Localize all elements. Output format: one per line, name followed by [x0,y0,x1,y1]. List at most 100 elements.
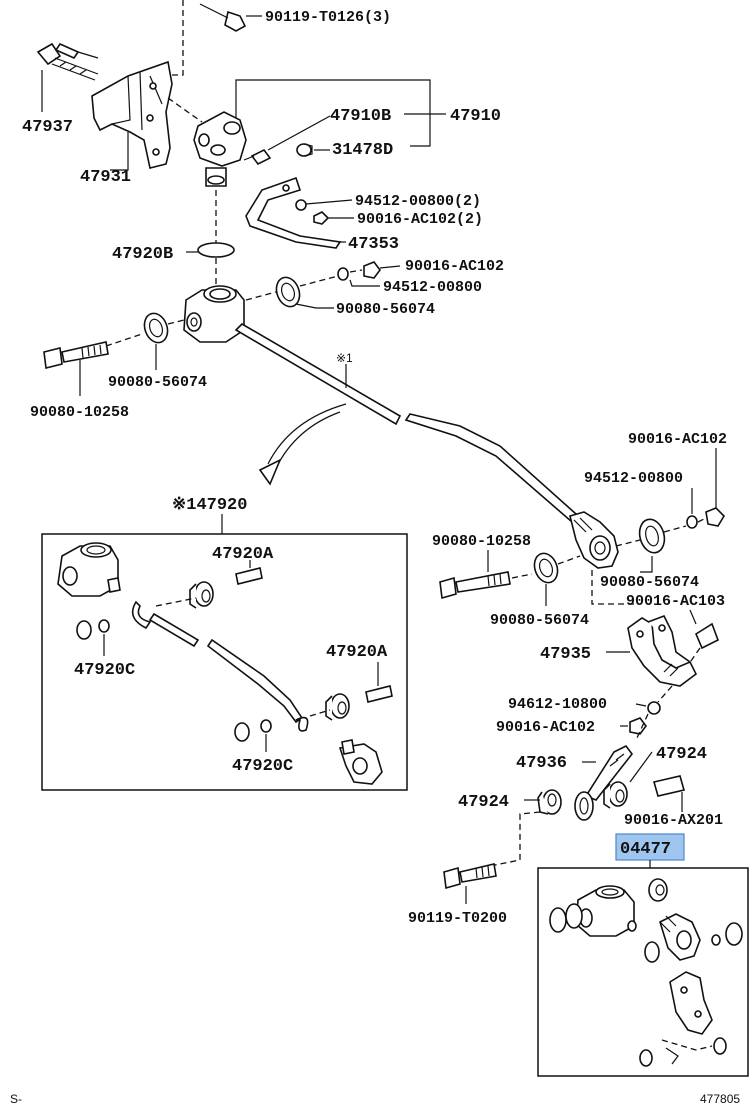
label-90016-AC102-c: 90016-AC102 [496,719,595,736]
link-47936-icon [574,744,634,821]
bolt-90080-10258-a-icon [43,341,109,369]
washer-94512-a-icon [337,267,349,281]
bolt-90119-T0126-icon [199,3,247,32]
pin-47920A-a-icon [235,567,263,585]
bracket-47931-icon [91,60,173,169]
label-47935: 47935 [540,645,591,664]
lead-94512-a [349,279,380,287]
lead-90080-c [640,556,653,573]
dash-47935-washer [657,685,673,703]
lead-47910 [235,79,431,147]
box-dash-b [309,709,331,717]
label-47937: 47937 [22,118,73,137]
lead-47924-a [629,751,653,783]
label-90080-56074-c: 90080-56074 [600,574,699,591]
bolt-47937-icon [36,42,99,81]
label-90080-56074-a: 90080-56074 [336,301,435,318]
dash-leader-top [168,0,184,76]
kit-bushing-icon [644,941,660,963]
label-90016-AC102-a: 90016-AC102 [405,258,504,275]
label-90080-56074-d: 90080-56074 [490,612,589,629]
washer-94512-icon [295,199,307,211]
label-47936: 47936 [516,754,567,773]
kit-gasket-a-icon [549,907,567,933]
bushing-47924-b-icon [537,789,562,815]
label-90016-AC102-b: 90016-AC102 [628,431,727,448]
box-hose-icon [131,600,309,732]
kit-link-icon [665,1047,679,1065]
arrow-head-icon [258,458,282,486]
label-94512-00800-b: 94512-00800 [584,470,683,487]
bracket-47935-icon [627,614,698,687]
box-grommet-b-icon [325,693,350,721]
lead-47931 [110,132,129,171]
label-47353: 47353 [348,235,399,254]
nut-90016-b-icon [705,507,726,527]
label-47924-b: 47924 [458,793,509,812]
subassembly-box-47920 [41,533,408,791]
cap-47920C-b-icon [234,719,272,742]
dash-eye-bracket [591,570,634,605]
note-mark-1: ※1 [336,351,353,365]
label-90016-AC103: 90016-AC103 [626,593,725,610]
oring-47920B-icon [197,242,235,258]
box-banjo-end-icon [338,739,383,785]
label-90119-T0200: 90119-T0200 [408,910,507,927]
bolt-90119-T0200-icon [443,863,497,890]
dash-right-eye [615,517,707,547]
label-47920C-a: 47920C [74,661,135,680]
dash-bushing-bolt [479,811,541,869]
dash-right-bolt [511,555,581,579]
label-94512-00800-2: 94512-00800(2) [355,193,481,210]
footer-left: S- [10,1092,22,1106]
nut-90016-a-icon [363,261,381,279]
label-47924-a: 47924 [656,745,707,764]
label-90016-AC102-2: 90016-AC102(2) [357,211,483,228]
label-90080-10258-a: 90080-10258 [30,404,129,421]
label-90080-56074-b: 90080-56074 [108,374,207,391]
label-90016-AX201: 90016-AX201 [624,812,723,829]
kit-bracket-icon [661,971,713,1051]
valve-47910-icon [193,111,247,187]
kit-grommet-a-icon [648,878,668,902]
gasket-90080-56074-d-icon [533,552,559,584]
washer-94612-icon [647,701,661,715]
collar-90016-AX201-icon [652,775,686,797]
kit-gasket-c-icon [725,922,743,946]
rod-47920-icon [234,322,577,524]
kit-cap-a-icon [639,1049,653,1067]
lead-47910B [267,115,331,151]
label-31478D: 31478D [332,141,393,160]
label-47920A-a: 47920A [212,545,274,564]
kit-eye-icon [659,913,701,961]
rod-eye-icon [569,511,619,569]
label-04477[interactable]: 04477 [620,840,671,859]
kit-box-04477 [537,867,749,1077]
nut-90016-AC103-icon [694,622,720,650]
union-47920-icon [183,285,245,343]
pin-47920A-b-icon [365,685,393,703]
dash-union-right [245,269,363,301]
label-47920B: 47920B [112,245,173,264]
gasket-90080-56074-a-icon [275,276,301,308]
label-47910B: 47910B [330,107,391,126]
kit-nut-a-icon [627,920,637,932]
curved-arrow-line [267,403,347,465]
lead-90016-AC102-a [379,265,401,269]
lead-90016-AC103 [689,609,697,625]
nut-90016-icon [313,211,330,225]
label-47920C-b: 47920C [232,757,293,776]
box-union-icon [57,542,121,597]
box-grommet-a-icon [189,581,214,609]
label-90080-10258-b: 90080-10258 [432,533,531,550]
nut-90016-c-icon [629,717,647,735]
lead-90080-a [295,303,334,309]
kit-union-icon [575,885,635,937]
bolt-90080-10258-b-icon [439,571,511,600]
label-90119-T0126: 90119-T0126(3) [265,9,391,26]
dash-washer-down [635,713,649,741]
dash-bracket-valve [167,97,203,123]
lead-94512-2 [305,199,353,205]
dash-bolt-left [105,319,185,347]
